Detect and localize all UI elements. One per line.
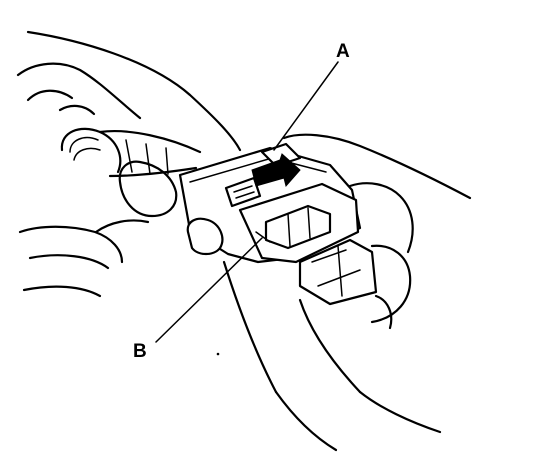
callout-label-a: A	[336, 41, 350, 62]
callout-label-b: B	[133, 341, 147, 362]
harness-grommet	[60, 127, 202, 178]
leader-line-b	[155, 237, 263, 343]
connector-body	[178, 142, 378, 306]
leader-line-a	[273, 61, 339, 151]
stray-dot	[216, 352, 220, 356]
right-hand	[222, 133, 472, 452]
slide-direction-arrow	[251, 153, 301, 188]
left-hand	[16, 30, 242, 298]
leader-lines	[155, 61, 339, 343]
